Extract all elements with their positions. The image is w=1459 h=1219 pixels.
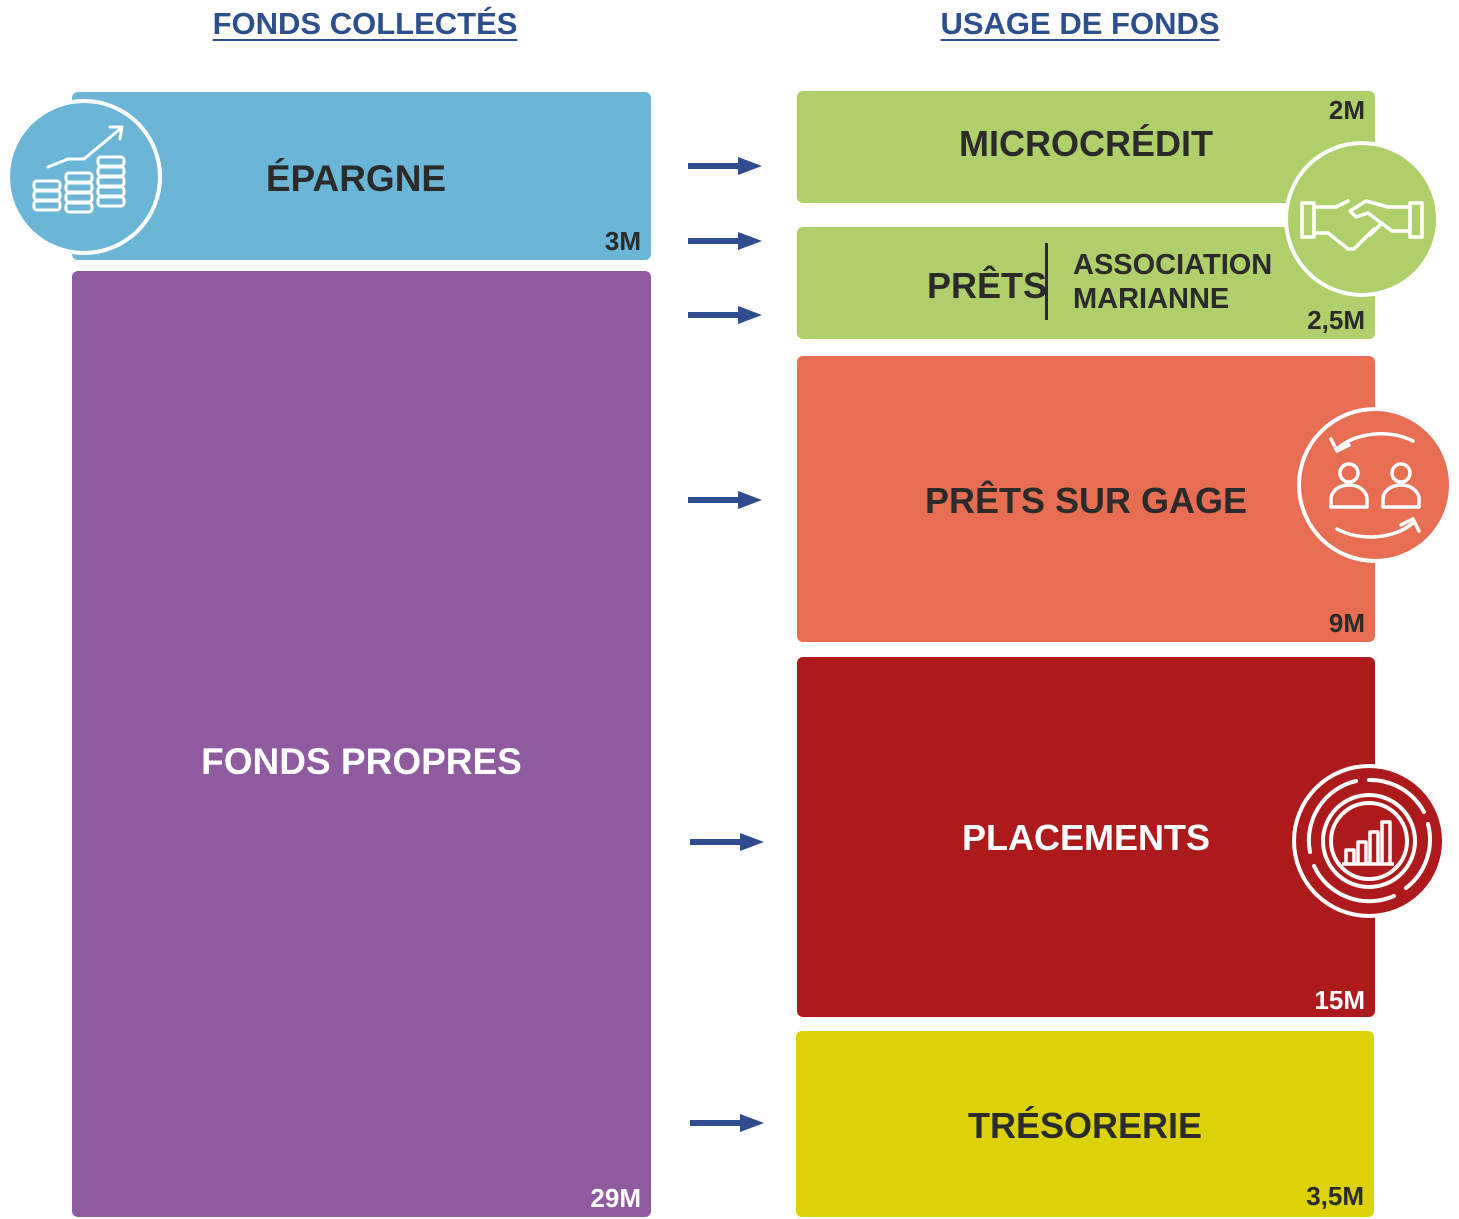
box-fonds-propres: FONDS PROPRES 29M: [72, 271, 651, 1217]
arrow-to-microcredit: [688, 157, 762, 175]
prets-sur-gage-label: PRÊTS SUR GAGE: [924, 480, 1248, 521]
microcredit-amount: 2M: [1328, 95, 1365, 125]
fonds-propres-amount: 29M: [590, 1183, 641, 1213]
bar-chart-target-icon: [1292, 764, 1446, 918]
heading-fonds-collectes: FONDS COLLECTÉS: [212, 6, 518, 41]
epargne-amount: 3M: [604, 226, 641, 256]
prets-sur-gage-amount: 9M: [1328, 608, 1365, 638]
epargne-label: ÉPARGNE: [265, 158, 447, 199]
arrow-to-tresorerie: [690, 1114, 764, 1132]
tresorerie-label: TRÉSORERIE: [967, 1105, 1203, 1146]
association-line2: MARIANNE: [1073, 283, 1230, 315]
arrow-to-prets-2: [688, 306, 762, 324]
arrow-to-prets-sur-gage: [688, 491, 762, 509]
fonds-propres-label: FONDS PROPRES: [201, 741, 522, 782]
association-line1: ASSOCIATION: [1073, 249, 1273, 281]
box-placements: PLACEMENTS 15M: [797, 657, 1375, 1017]
box-epargne: ÉPARGNE 3M: [72, 92, 651, 260]
box-tresorerie: TRÉSORERIE 3,5M: [796, 1031, 1374, 1217]
tresorerie-amount: 3,5M: [1306, 1181, 1364, 1211]
box-microcredit: MICROCRÉDIT 2M: [797, 91, 1375, 203]
prets-amount: 2,5M: [1307, 305, 1365, 335]
arrow-to-placements: [690, 833, 764, 851]
handshake-icon: [1284, 141, 1440, 297]
people-exchange-icon: [1297, 407, 1453, 563]
box-prets-sur-gage: PRÊTS SUR GAGE 9M: [797, 356, 1375, 642]
prets-label: PRÊTS: [926, 265, 1047, 306]
coins-growth-icon: [6, 99, 162, 255]
prets-divider: [1045, 243, 1048, 320]
arrow-to-prets-1: [688, 232, 762, 250]
heading-usage-de-fonds: USAGE DE FONDS: [940, 6, 1220, 41]
placements-amount: 15M: [1314, 985, 1365, 1015]
placements-label: PLACEMENTS: [961, 817, 1210, 858]
box-prets-association: PRÊTS ASSOCIATION MARIANNE 2,5M: [797, 227, 1375, 339]
microcredit-label: MICROCRÉDIT: [959, 123, 1213, 164]
